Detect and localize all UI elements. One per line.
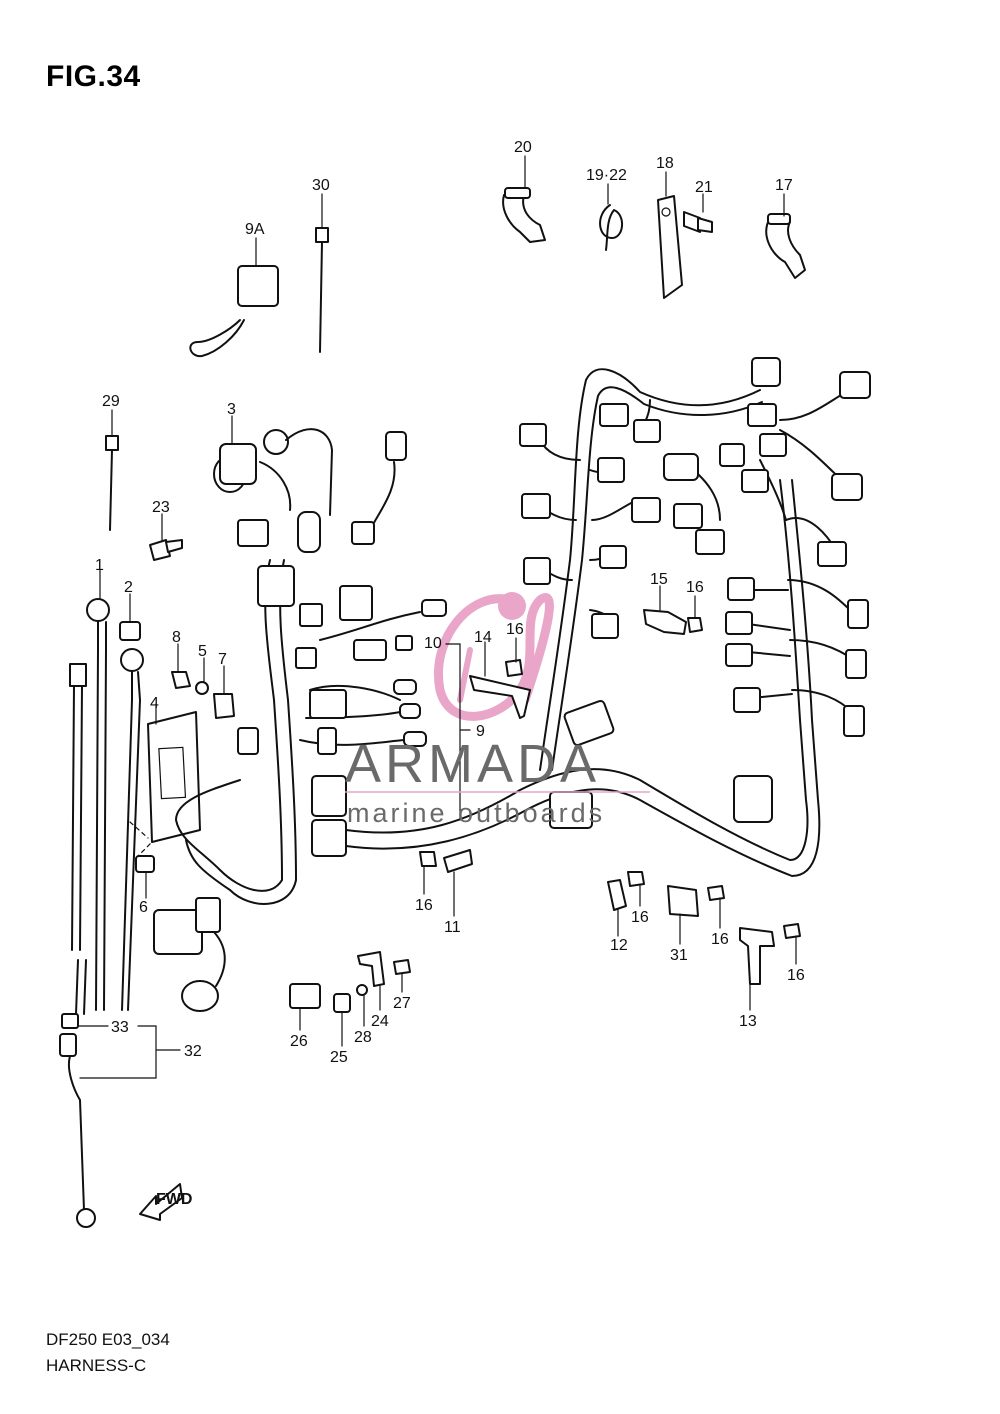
callout-4: 4: [150, 695, 159, 712]
bracket-24: [357, 951, 385, 987]
watermark-tagline: marine outboards: [347, 798, 605, 828]
clamp-17: [765, 213, 806, 279]
fuse-10: [395, 635, 413, 651]
callout-2: 2: [124, 579, 133, 596]
bolt-16-b: [419, 851, 437, 867]
cap-9A: [189, 265, 279, 358]
callout-12: 12: [610, 937, 628, 954]
callout-32: 30: [312, 177, 330, 194]
strap-18: [657, 195, 683, 299]
battery-cable-ring: [120, 648, 144, 1011]
callout-16-e: 16: [711, 931, 729, 948]
callout-25: 25: [330, 1049, 348, 1066]
callout-33: 31: [670, 947, 688, 964]
watermark-brand: ARMADA: [345, 734, 600, 794]
callout-26: 26: [290, 1033, 308, 1050]
callout-3: 3: [227, 401, 236, 418]
callout-20: 20: [514, 139, 532, 156]
nut-6: [135, 855, 155, 873]
callout-30: 33: [111, 1019, 129, 1036]
callout-28: 28: [354, 1029, 372, 1046]
callout-1: 1: [95, 557, 104, 574]
callout-31: 29: [102, 393, 120, 410]
main-harness-left: [153, 431, 447, 1012]
bolt-16-c: [627, 871, 645, 887]
cable-tie-31: [105, 435, 119, 531]
leader-lines: [77, 155, 797, 1079]
model-code: DF250 E03_034: [46, 1330, 170, 1349]
callout-21: 21: [695, 179, 713, 196]
cap-25: [333, 993, 351, 1013]
main-harness-right: [345, 357, 871, 877]
watermark-text: ARMADA marine outboards: [345, 734, 650, 828]
callout-10: 10: [424, 635, 442, 652]
battery-cable-1: [86, 598, 110, 1011]
clip-19-22: [599, 204, 623, 251]
callout-9A: 9A: [245, 221, 265, 238]
callout-29: 32: [184, 1043, 202, 1060]
fwd-arrow-icon: FWD: [139, 1183, 192, 1221]
grommet-7: [213, 693, 235, 719]
callout-16-a: 16: [686, 579, 704, 596]
section-name: HARNESS-C: [46, 1356, 147, 1375]
fwd-label: FWD: [156, 1191, 192, 1208]
extension-cable: [69, 663, 87, 1015]
figure-title: FIG.34: [46, 60, 141, 93]
connector-3: [213, 428, 333, 516]
bolt-16-e: [783, 923, 801, 939]
fuse-cable-29: [59, 1013, 96, 1228]
callout-16-d: 16: [631, 909, 649, 926]
bolt-8: [171, 671, 191, 689]
callout-27: 27: [393, 995, 411, 1012]
callout-5: 5: [198, 643, 207, 660]
washer-5: [195, 681, 209, 695]
bolt-23: [149, 539, 183, 561]
bracket-13: [739, 927, 775, 985]
callout-8: 8: [172, 629, 181, 646]
washer-28: [356, 984, 368, 996]
callout-6: 6: [139, 899, 148, 916]
callout-14: 14: [474, 629, 492, 646]
callout-23: 23: [152, 499, 170, 516]
callout-9: 9: [476, 723, 485, 740]
bracket-4: [129, 711, 201, 859]
callout-16-b: 16: [506, 621, 524, 638]
callout-17: 17: [775, 177, 793, 194]
bolt-21: [683, 211, 713, 233]
bolt-27: [393, 959, 411, 975]
bracket-15: [643, 609, 687, 635]
callout-16-f: 16: [787, 967, 805, 984]
callout-7: 7: [218, 651, 227, 668]
callout-19-22: 19·22: [586, 167, 627, 184]
bolt-16-a: [687, 617, 703, 633]
clamp-20: [502, 187, 546, 243]
bolt-16-d: [707, 885, 725, 901]
callout-labels: 20 19·22 18 21 17 30 9A 29 3 23 1 2 8 5 …: [95, 139, 805, 1066]
grommet-26: [289, 983, 321, 1009]
bracket-33: [667, 885, 699, 917]
callout-11: 11: [444, 919, 461, 936]
callout-13: 13: [739, 1013, 757, 1030]
callout-18: 18: [656, 155, 674, 172]
watermark-logo: [434, 592, 554, 721]
callout-24: 24: [371, 1013, 389, 1030]
cable-tie-32: [315, 227, 329, 353]
callout-15: 15: [650, 571, 668, 588]
bracket-11: [443, 849, 473, 873]
nut-2: [119, 621, 141, 641]
callout-16-c: 16: [415, 897, 433, 914]
bracket-12: [607, 879, 627, 911]
